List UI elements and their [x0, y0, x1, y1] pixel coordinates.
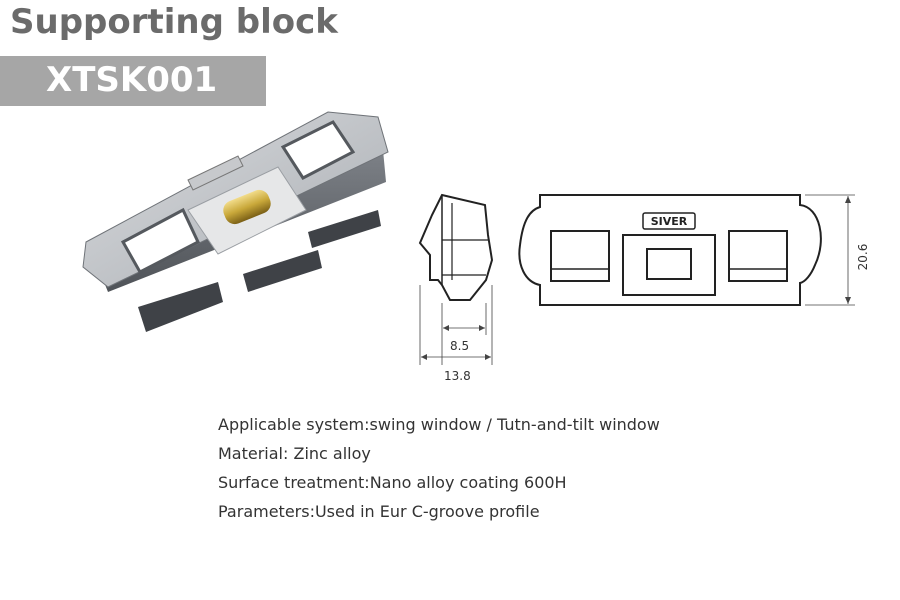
- model-number: XTSK001: [46, 60, 218, 100]
- model-banner: XTSK001: [0, 56, 266, 106]
- siver-logo: SIVER: [642, 212, 696, 230]
- dim-inner-width: 8.5: [450, 339, 469, 353]
- spec-surface-treatment: Surface treatment:Nano alloy coating 600…: [218, 473, 567, 492]
- brass-roller: [223, 189, 271, 225]
- spec-material: Material: Zinc alloy: [218, 444, 371, 463]
- svg-text:SIVER: SIVER: [651, 215, 688, 228]
- spec-applicable-system: Applicable system:swing window / Tutn-an…: [218, 415, 660, 434]
- front-view-drawing: SIVER 20.6: [518, 194, 870, 306]
- dim-outer-width: 13.8: [444, 369, 471, 383]
- spec-parameters: Parameters:Used in Eur C-groove profile: [218, 502, 540, 521]
- page-title: Supporting block: [10, 2, 338, 42]
- dim-height: 20.6: [856, 244, 870, 271]
- side-view-drawing: 8.5 13.8: [418, 193, 494, 383]
- spec-list: Applicable system:swing window / Tutn-an…: [218, 410, 660, 526]
- product-photo: [82, 111, 389, 332]
